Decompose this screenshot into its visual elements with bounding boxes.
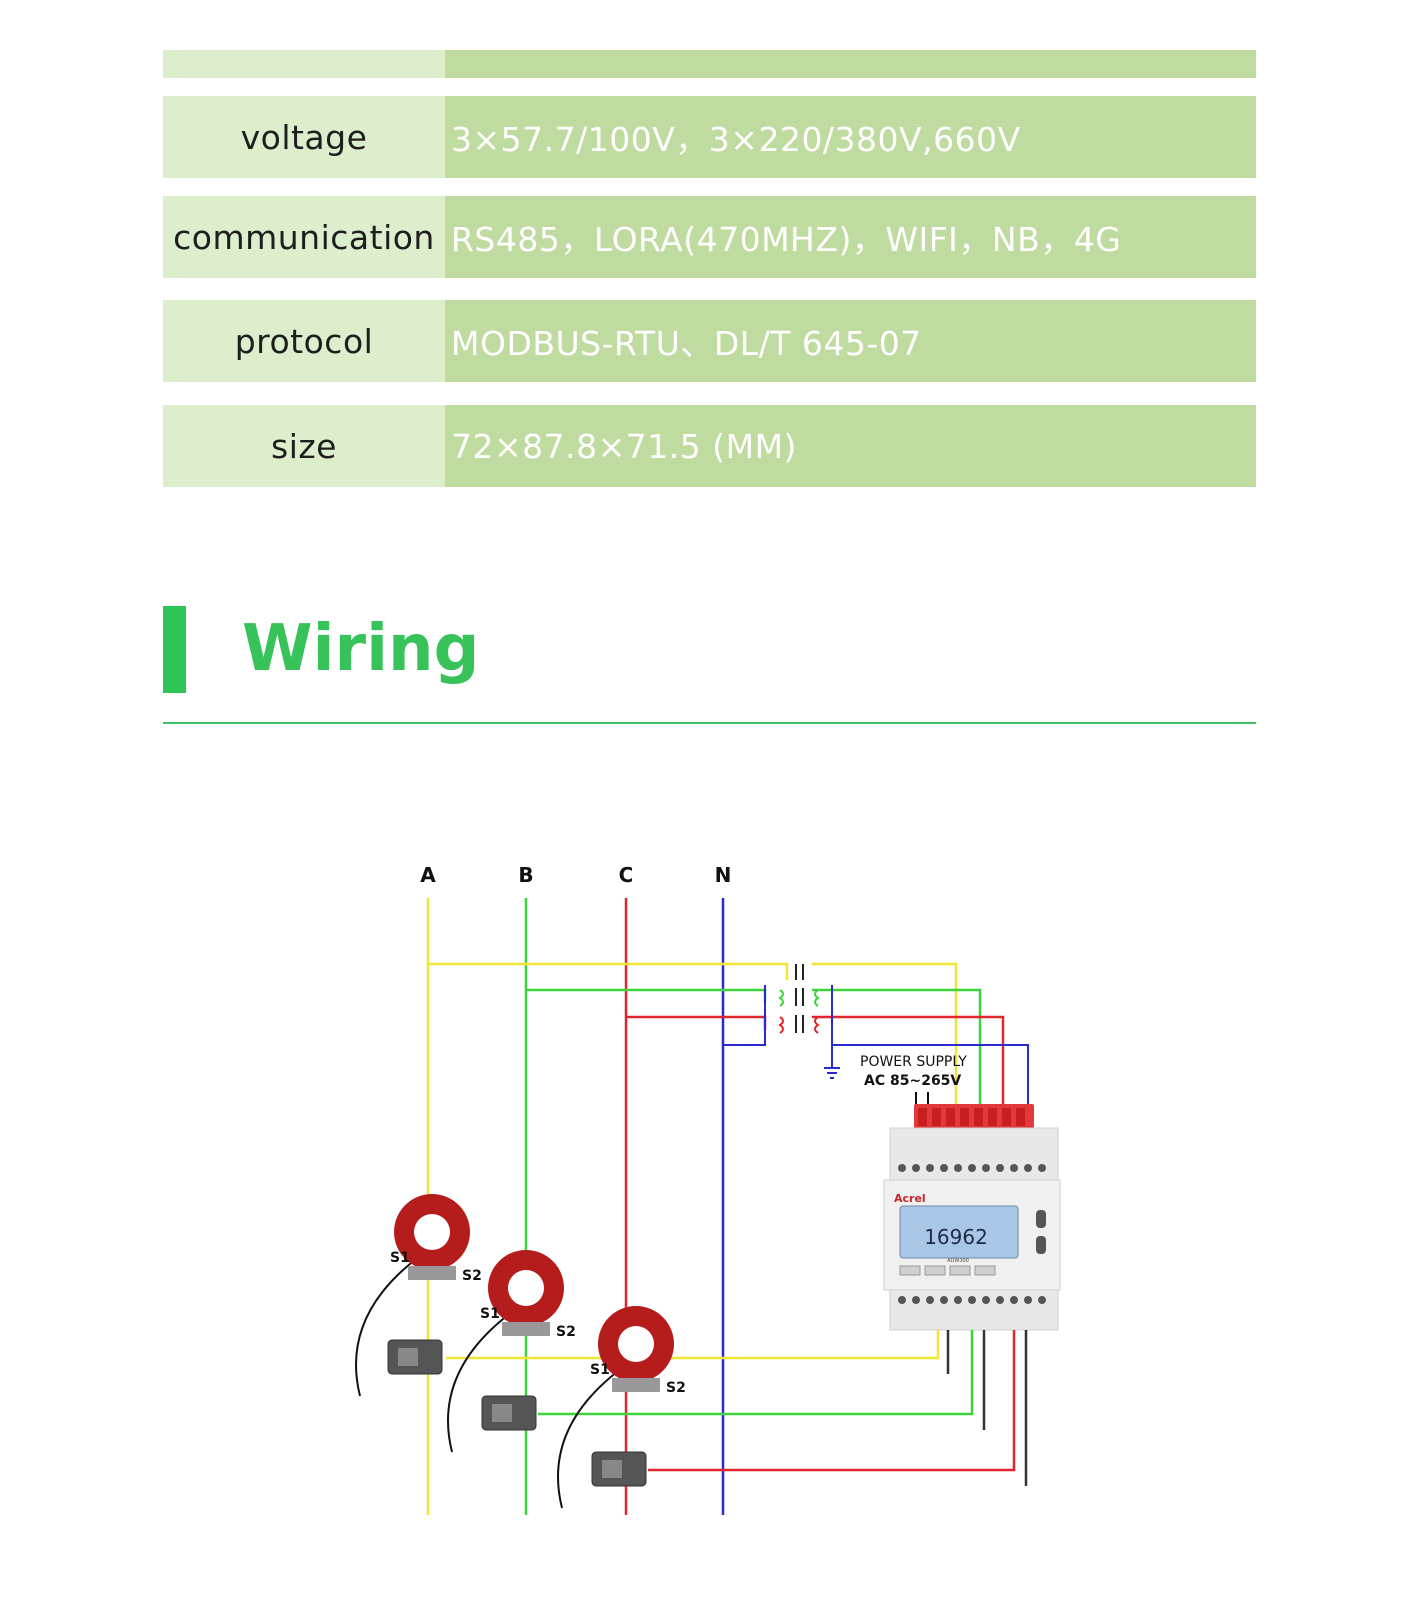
spec-label: protocol bbox=[163, 300, 445, 382]
ground-icon bbox=[824, 1067, 840, 1079]
spec-row-communication: communication RS485，LORA(470MHZ)，WIFI，NB… bbox=[163, 196, 1256, 278]
phase-label-a: A bbox=[420, 863, 436, 887]
section-title: Wiring bbox=[242, 612, 480, 686]
spec-row-partial bbox=[163, 50, 1256, 78]
ct-a-s1: S1 bbox=[390, 1250, 410, 1266]
phase-label-c: C bbox=[619, 863, 634, 887]
spec-row-size: size 72×87.8×71.5 (MM) bbox=[163, 405, 1256, 487]
power-supply-label: POWER SUPPLY bbox=[860, 1054, 967, 1070]
meter-voltage-leads bbox=[812, 962, 1029, 1118]
spec-value-partial bbox=[445, 50, 1256, 78]
current-transformer-a: S1 S2 bbox=[355, 1194, 482, 1397]
ct-a-s2: S2 bbox=[462, 1268, 482, 1284]
current-transformer-c: S1 S2 bbox=[557, 1306, 686, 1509]
meter-reading: 16962 bbox=[924, 1225, 988, 1249]
phase-label-n: N bbox=[715, 863, 732, 887]
spec-value: RS485，LORA(470MHZ)，WIFI，NB，4G bbox=[445, 196, 1256, 278]
spec-value: 3×57.7/100V，3×220/380V,660V bbox=[445, 96, 1256, 178]
phase-label-b: B bbox=[518, 863, 533, 887]
energy-meter: Acrel 16962 ADW300 bbox=[883, 1104, 1061, 1331]
spec-row-protocol: protocol MODBUS-RTU、DL/T 645-07 bbox=[163, 300, 1256, 382]
ct-b-s2: S2 bbox=[556, 1324, 576, 1340]
power-supply-range: AC 85~265V bbox=[864, 1073, 961, 1089]
meter-model: ADW300 bbox=[947, 1258, 969, 1264]
spec-label-partial bbox=[163, 50, 445, 78]
spec-value: 72×87.8×71.5 (MM) bbox=[445, 405, 1256, 487]
ct-b-s1: S1 bbox=[480, 1306, 500, 1322]
spec-value: MODBUS-RTU、DL/T 645-07 bbox=[445, 300, 1256, 382]
ct-c-s1: S1 bbox=[590, 1362, 610, 1378]
section-divider bbox=[163, 722, 1256, 724]
spec-row-voltage: voltage 3×57.7/100V，3×220/380V,660V bbox=[163, 96, 1256, 178]
current-transformer-b: S1 S2 bbox=[447, 1250, 576, 1453]
spec-label: size bbox=[163, 405, 445, 487]
spec-label: voltage bbox=[163, 96, 445, 178]
meter-lcd bbox=[899, 1205, 1019, 1259]
spec-label: communication bbox=[163, 196, 445, 278]
potential-transformer bbox=[778, 964, 820, 1034]
ct-c-s2: S2 bbox=[666, 1380, 686, 1396]
section-accent-bar bbox=[163, 606, 186, 693]
voltage-taps bbox=[428, 962, 789, 1046]
meter-brand: Acrel bbox=[894, 1192, 926, 1205]
